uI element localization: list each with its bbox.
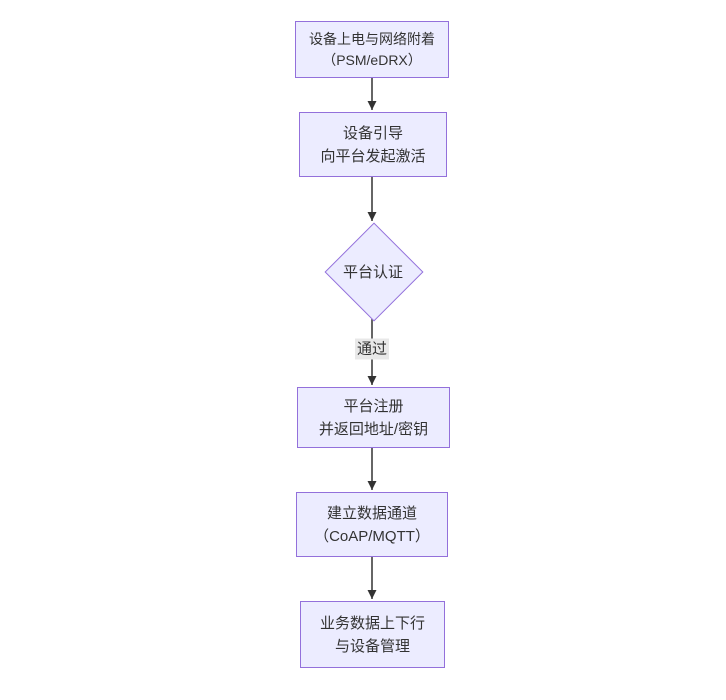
- node-label-line: 向平台发起激活: [320, 147, 426, 165]
- node-label-line: 平台认证: [342, 263, 403, 281]
- node-data-channel: 建立数据通道 （CoAP/MQTT）: [296, 492, 448, 557]
- node-label-line: 设备引导: [342, 124, 403, 142]
- node-power-attach: 设备上电与网络附着 （PSM/eDRX）: [295, 21, 449, 78]
- node-label-line: 与设备管理: [334, 637, 410, 655]
- node-label-line: 建立数据通道: [326, 504, 417, 522]
- node-label-line: 并返回地址/密钥: [318, 420, 429, 438]
- node-platform-register: 平台注册 并返回地址/密钥: [297, 387, 450, 448]
- node-label-line: 平台注册: [343, 397, 404, 415]
- node-label-line: 设备上电与网络附着: [309, 30, 435, 47]
- node-business-data: 业务数据上下行 与设备管理: [300, 601, 445, 668]
- edge-label-pass: 通过: [354, 338, 390, 360]
- node-bootstrap: 设备引导 向平台发起激活: [299, 112, 447, 177]
- node-label-line: （PSM/eDRX）: [322, 51, 422, 68]
- node-label-line: 业务数据上下行: [319, 614, 425, 632]
- node-label-line: （CoAP/MQTT）: [314, 527, 430, 545]
- node-platform-auth: 平台认证: [324, 222, 424, 322]
